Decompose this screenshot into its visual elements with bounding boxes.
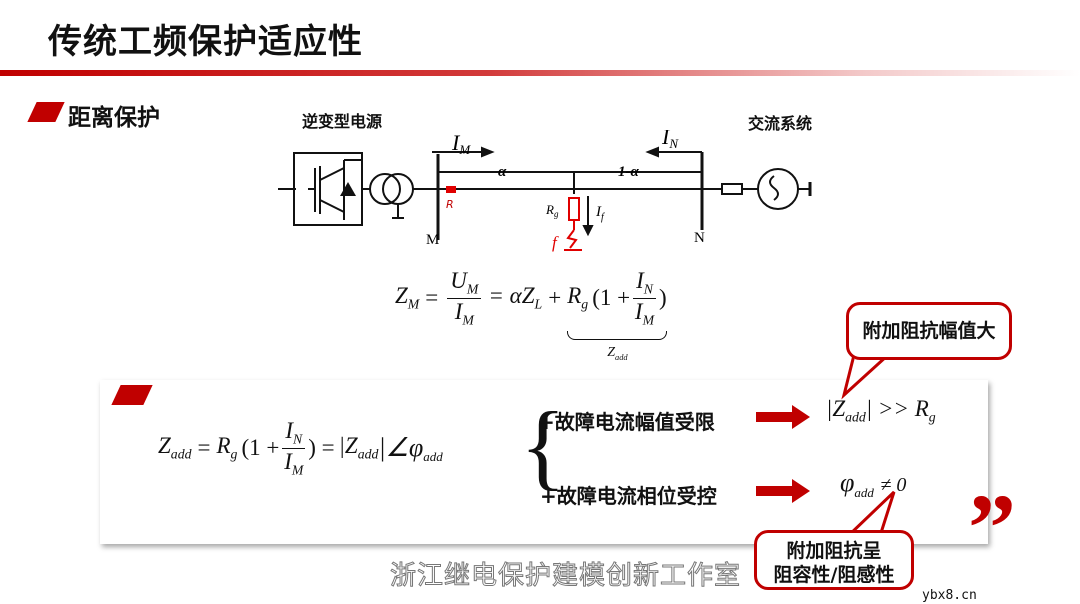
relay-label: R (446, 198, 454, 211)
one-minus-alpha-label: 1-α (618, 164, 639, 180)
section-heading: 距离保护 (68, 105, 160, 131)
analysis-panel (100, 380, 988, 544)
alpha-label: α (498, 164, 507, 180)
callout-impedance-character: 附加阻抗呈 阻容性/阻感性 (754, 530, 914, 590)
arrow-right-icon (756, 405, 810, 429)
rg-label: Rg (545, 202, 559, 219)
relay-marker (446, 186, 456, 193)
inverter-source-label: 逆变型电源 (302, 112, 383, 131)
if-label: If (595, 204, 605, 223)
circuit-diagram: IM IN α 1-α R M N Rg If f (278, 130, 812, 252)
ac-system-label: 交流系统 (748, 114, 813, 133)
callout-tail (841, 355, 891, 400)
arrow-right-icon (756, 479, 810, 503)
watermark-site: ybx8.cn (922, 588, 977, 603)
bullet-amplitude-limited: +故障电流幅值受限 (538, 410, 715, 434)
current-m-label: IM (451, 130, 471, 157)
current-n-label: IN (661, 130, 679, 151)
quote-mark-icon: ” (968, 474, 1016, 581)
title-underline (0, 70, 1080, 76)
bullet-phase-controlled: +故障电流相位受控 (540, 484, 717, 508)
callout-large-amplitude: 附加阻抗幅值大 (846, 302, 1012, 360)
bus-m-label: M (426, 232, 439, 248)
section-marker (27, 102, 65, 122)
fault-label: f (552, 233, 559, 252)
result-phase: φadd ≠ 0 (840, 468, 907, 501)
page-title: 传统工频保护适应性 (48, 22, 363, 62)
result-amplitude: |Zadd| >> Rg (826, 396, 936, 425)
curly-brace: { (520, 392, 567, 499)
bus-n-label: N (694, 230, 705, 246)
watermark-text: 浙江继电保护建模创新工作室 (389, 561, 742, 592)
